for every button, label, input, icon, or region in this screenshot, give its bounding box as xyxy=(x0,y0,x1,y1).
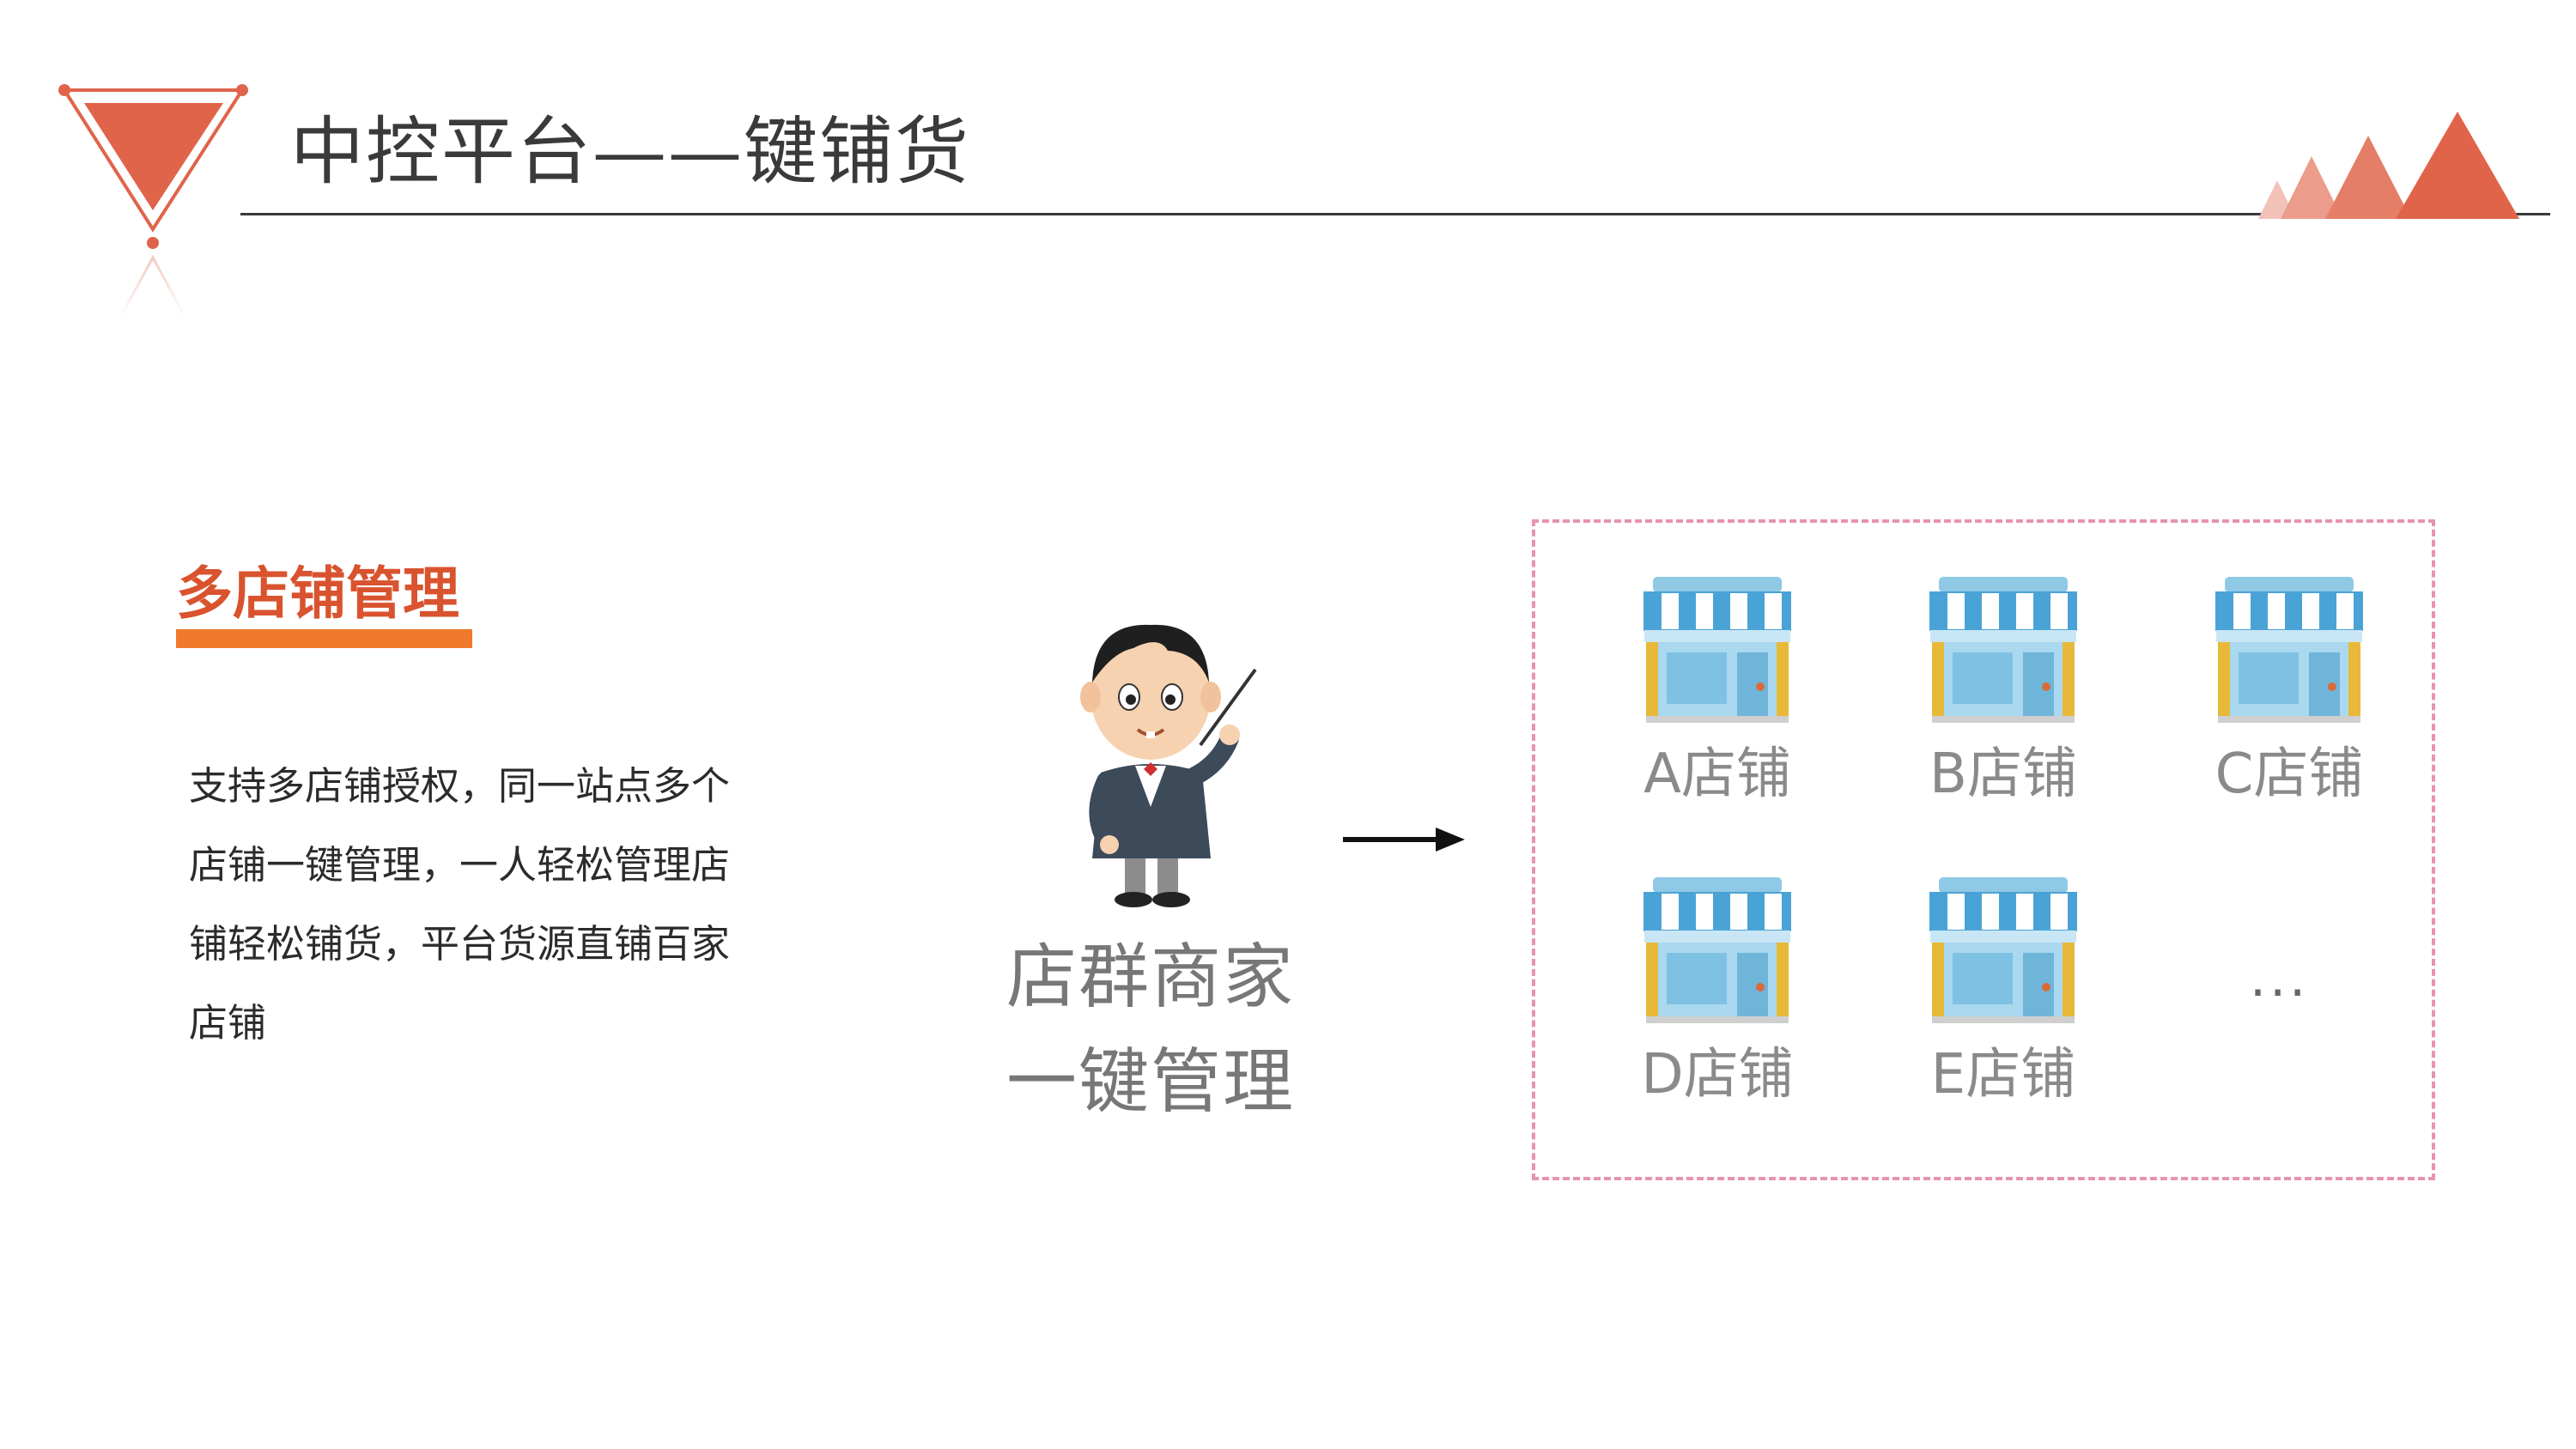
store-item: D店铺 xyxy=(1614,877,1820,1118)
more-stores-ellipsis: ... xyxy=(2250,949,2310,1009)
description-line: 店铺 xyxy=(189,1000,267,1046)
page-title: 中控平台——键铺货 xyxy=(290,109,970,195)
store-label: E店铺 xyxy=(1930,1043,2076,1106)
right-arrow-icon xyxy=(1343,828,1465,852)
storefront-icon xyxy=(1929,577,2077,723)
merchant-caption-line: 一键管理 xyxy=(1005,1041,1295,1123)
merchant-caption: 店群商家 一键管理 xyxy=(996,925,1305,1135)
description-line: 铺轻松铺货，平台货源直铺百家 xyxy=(189,921,731,967)
storefront-icon xyxy=(1643,577,1791,723)
store-item: E店铺 xyxy=(1900,877,2106,1118)
section-description: 支持多店铺授权，同一站点多个 店铺一键管理，一人轻松管理店 铺轻松铺货，平台货源… xyxy=(189,747,807,1063)
store-label: B店铺 xyxy=(1929,743,2077,806)
description-line: 支持多店铺授权，同一站点多个 xyxy=(189,763,731,809)
store-label: C店铺 xyxy=(2215,743,2364,806)
store-item: A店铺 xyxy=(1614,577,1820,817)
store-label: A店铺 xyxy=(1643,743,1791,806)
stores-container xyxy=(1532,519,2435,1180)
storefront-icon xyxy=(1643,877,1791,1023)
merchant-figure-icon xyxy=(1080,624,1257,907)
section-title: 多店铺管理 xyxy=(176,560,459,627)
storefront-icon xyxy=(2215,577,2363,723)
description-line: 店铺一键管理，一人轻松管理店 xyxy=(189,842,731,888)
store-item: C店铺 xyxy=(2186,577,2392,817)
section-title-underline xyxy=(176,629,472,648)
merchant-caption-line: 店群商家 xyxy=(1005,937,1295,1018)
header-divider xyxy=(240,213,2550,215)
storefront-icon xyxy=(1929,877,2077,1023)
store-label: D店铺 xyxy=(1641,1043,1794,1106)
store-item: B店铺 xyxy=(1900,577,2106,817)
mountains-decoration-icon xyxy=(2258,112,2519,219)
triangle-logo-icon xyxy=(58,84,248,319)
